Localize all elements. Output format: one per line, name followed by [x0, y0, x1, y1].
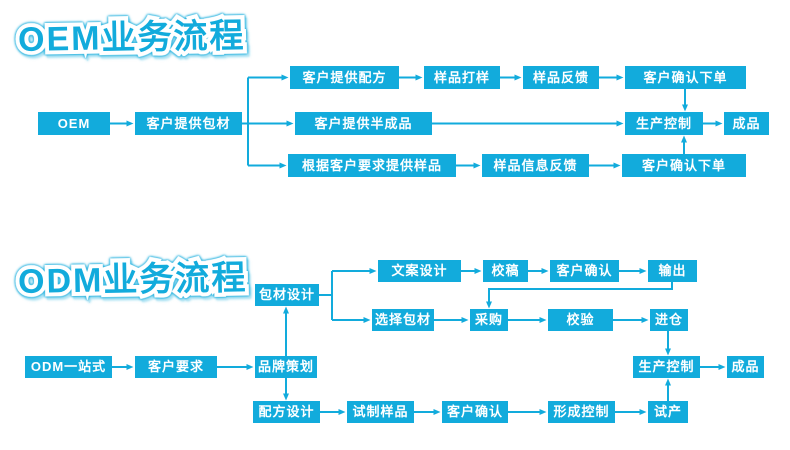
node-odm-proofreading: 校稿 — [483, 260, 528, 282]
node-odm-warehousing: 进仓 — [650, 309, 688, 331]
node-oem-samples-on-request: 根据客户要求提供样品 — [288, 154, 456, 177]
oem-title-text: OEM业务流程 — [17, 17, 246, 59]
node-odm-recipe-design: 配方设计 — [253, 401, 320, 423]
node-odm-trial-production: 试产 — [648, 401, 688, 423]
node-odm-purchase: 采购 — [470, 309, 508, 331]
oem-section-title: OEM业务流程 OEM业务流程 — [14, 8, 250, 63]
node-odm-forming-control: 形成控制 — [548, 401, 615, 423]
node-oem-confirm-order-top: 客户确认下单 — [625, 66, 746, 89]
node-odm-brand-planning: 品牌策划 — [255, 356, 317, 378]
node-odm-customer-confirm-copy: 客户确认 — [550, 260, 619, 282]
node-odm-verification: 校验 — [548, 309, 613, 331]
node-odm-select-packaging: 选择包材 — [372, 309, 434, 331]
node-oem-provide-recipe: 客户提供配方 — [290, 66, 399, 89]
node-odm-one-stop: ODM一站式 — [25, 356, 112, 378]
node-odm-finished-product: 成品 — [727, 356, 764, 378]
node-oem-sample-feedback: 样品反馈 — [523, 66, 599, 89]
node-oem-provide-packaging: 客户提供包材 — [135, 112, 242, 135]
node-odm-production-control: 生产控制 — [633, 356, 700, 378]
node-oem-confirm-order-bottom: 客户确认下单 — [622, 154, 746, 177]
node-odm-customer-requirements: 客户要求 — [135, 356, 217, 378]
node-oem-production-control: 生产控制 — [625, 112, 703, 135]
odm-title-text: ODM业务流程 — [17, 259, 248, 301]
node-odm-copy-design: 文案设计 — [378, 260, 461, 282]
node-oem-provide-semi-finished: 客户提供半成品 — [295, 112, 432, 135]
odm-section-title: ODM业务流程 ODM业务流程 — [14, 250, 252, 305]
node-oem-start: OEM — [38, 112, 110, 135]
node-oem-sample-making: 样品打样 — [424, 66, 500, 89]
node-odm-trial-samples: 试制样品 — [347, 401, 414, 423]
node-odm-customer-confirm-recipe: 客户确认 — [442, 401, 508, 423]
node-odm-packaging-design: 包材设计 — [255, 284, 319, 306]
conn-output-to-purchase — [486, 282, 673, 309]
node-odm-output: 输出 — [648, 260, 697, 282]
node-oem-sample-info-feedback: 样品信息反馈 — [482, 154, 589, 177]
node-oem-finished-product: 成品 — [724, 112, 769, 135]
